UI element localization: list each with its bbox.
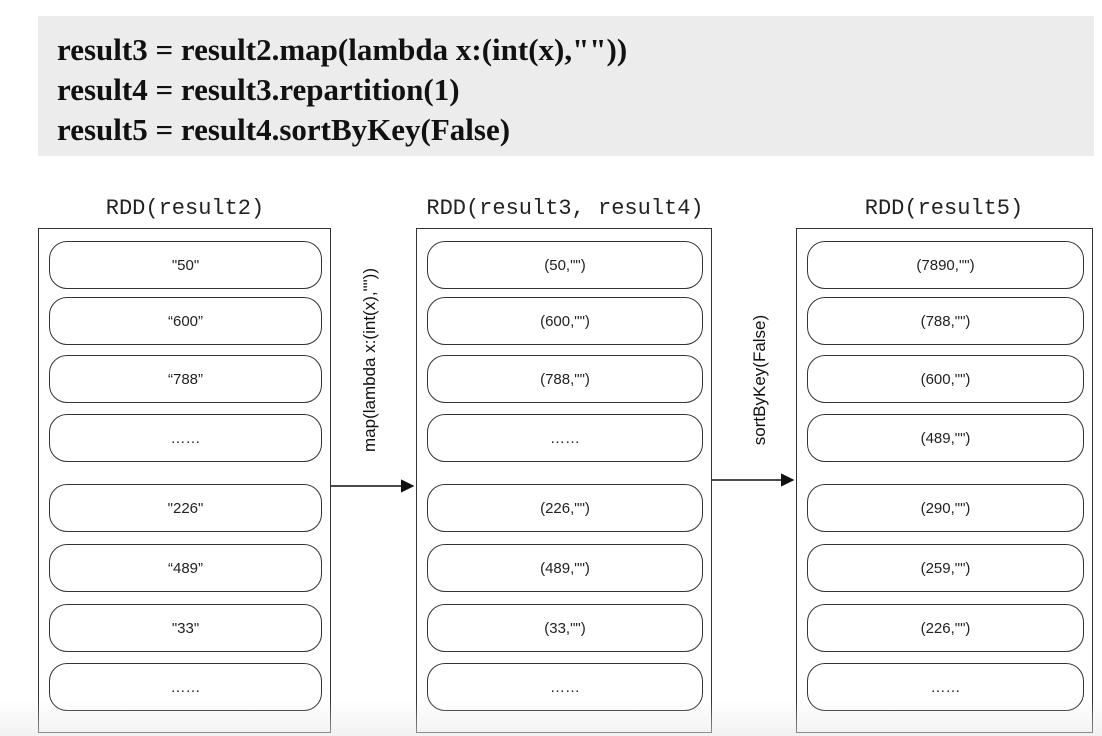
code-line-3: result5 = result4.sortByKey(False) (57, 112, 511, 147)
list-item: "50" (49, 241, 322, 289)
list-item: (226,"") (807, 604, 1084, 652)
code-line-2: result4 = result3.repartition(1) (57, 72, 460, 107)
list-item: "33" (49, 604, 322, 652)
code-panel (38, 16, 1094, 156)
list-item: (489,"") (427, 544, 703, 592)
list-item: (290,"") (807, 484, 1084, 532)
rdd-title-result5: RDD(result5) (864, 196, 1024, 221)
rdd-title-result3-result4: RDD(result3, result4) (426, 196, 704, 221)
list-item: (259,"") (807, 544, 1084, 592)
rdd-title-result2: RDD(result2) (105, 196, 265, 221)
list-item: …… (49, 414, 322, 462)
rdd-box-result5: (7890,"") (788,"") (600,"") (489,"") (29… (796, 228, 1093, 733)
list-item: “788” (49, 355, 322, 403)
list-item: “489” (49, 544, 322, 592)
sort-arrow-label: sortByKey(False) (750, 314, 769, 446)
list-item: (788,"") (807, 297, 1084, 345)
list-item: “600” (49, 297, 322, 345)
code-line-1: result3 = result2.map(lambda x:(int(x),"… (57, 32, 628, 67)
rdd-box-result2: "50" “600” “788” …… "226" “489” "33" …… (38, 228, 331, 733)
list-item: (50,"") (427, 241, 703, 289)
list-item: "226" (49, 484, 322, 532)
list-item: …… (427, 414, 703, 462)
list-item: (788,"") (427, 355, 703, 403)
list-item: (600,"") (427, 297, 703, 345)
list-item: (226,"") (427, 484, 703, 532)
list-item: (489,"") (807, 414, 1084, 462)
list-item: (33,"") (427, 604, 703, 652)
map-arrow-label: map(lambda x:(int(x),"")) (360, 268, 379, 452)
list-item: (7890,"") (807, 241, 1084, 289)
list-item: (600,"") (807, 355, 1084, 403)
